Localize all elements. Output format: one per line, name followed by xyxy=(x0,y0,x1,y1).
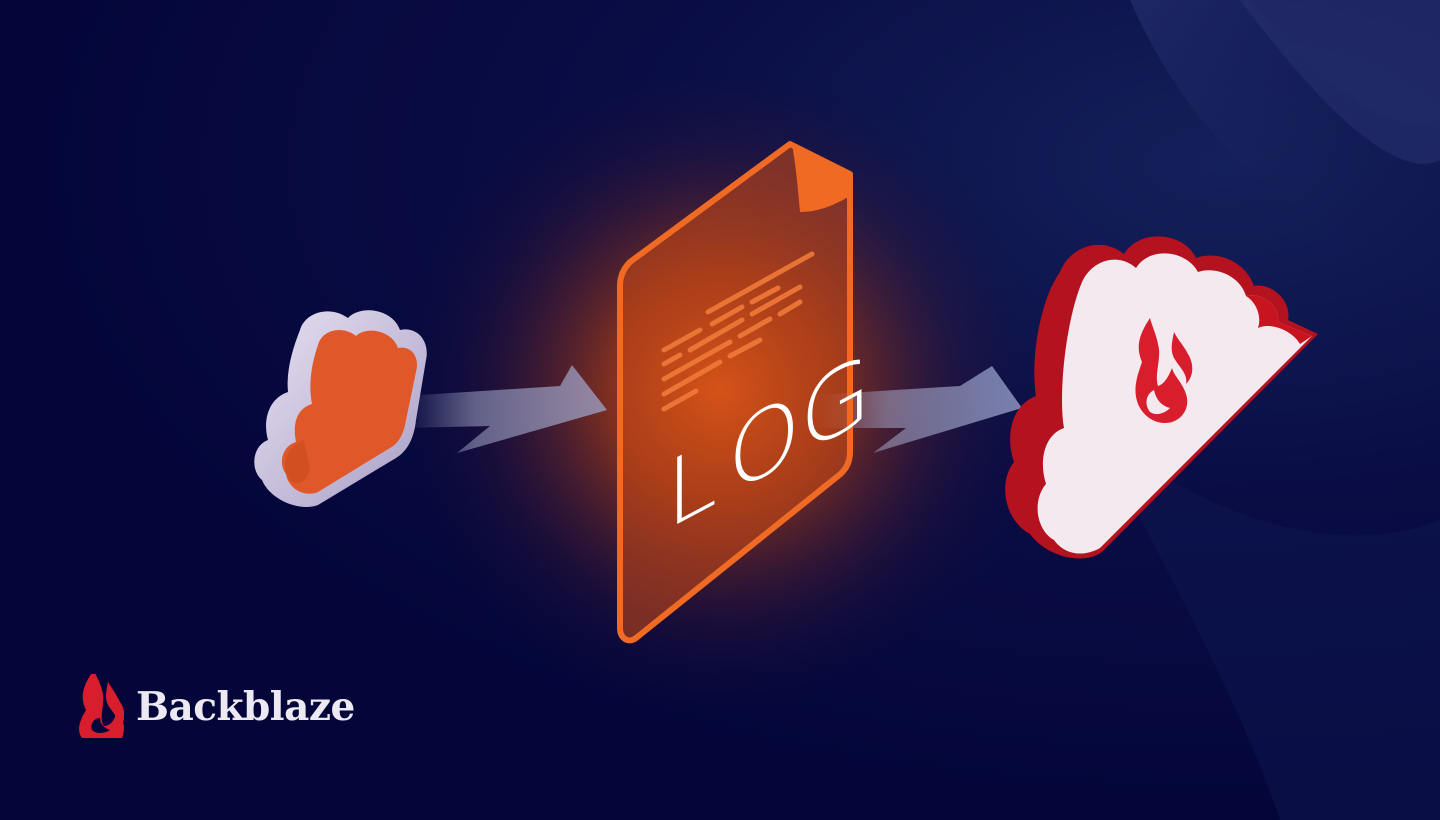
brand-logo[interactable]: Backblaze xyxy=(78,672,355,742)
background-swoosh xyxy=(1090,420,1440,820)
backblaze-cloud-icon xyxy=(1005,236,1318,559)
arrow-left xyxy=(405,365,607,453)
backblaze-flame-icon xyxy=(1135,318,1193,424)
brand-name: Backblaze xyxy=(136,684,355,730)
source-cloud-icon xyxy=(254,310,427,508)
log-document-icon: L O G xyxy=(617,141,871,644)
background-swoosh xyxy=(1130,0,1440,251)
backblaze-flame-icon xyxy=(79,674,124,738)
document-text-lines xyxy=(661,251,815,412)
arrow-right xyxy=(815,366,1022,453)
